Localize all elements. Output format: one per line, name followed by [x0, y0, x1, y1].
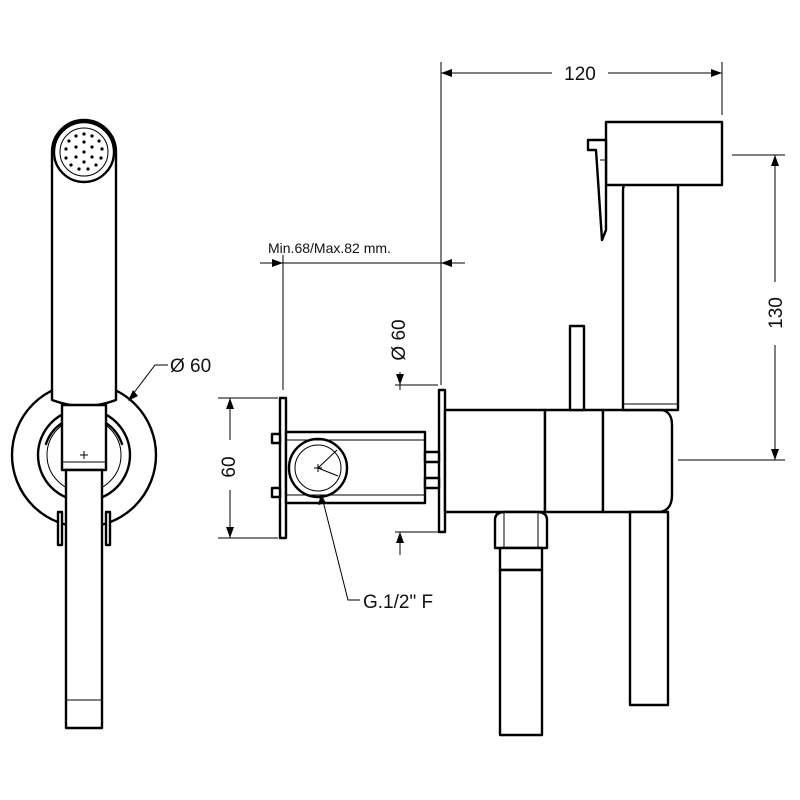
- side-concealed-box: [284, 430, 427, 505]
- label-box-height: 60: [219, 456, 240, 477]
- label-thread: G.1/2" F: [363, 592, 433, 613]
- side-handshower-grip: [621, 170, 680, 412]
- label-diameter-front: Ø 60: [170, 356, 211, 377]
- side-box-stubs: [423, 450, 441, 490]
- side-hose-nut: [493, 510, 549, 550]
- side-view: [270, 120, 724, 737]
- front-spray-face: [52, 120, 116, 184]
- front-bracket: [56, 510, 112, 547]
- inlet-thread-circle: [287, 437, 349, 499]
- front-center-mark: [80, 451, 88, 459]
- label-diameter-side: Ø 60: [389, 319, 410, 360]
- side-handshower-hose: [628, 510, 670, 707]
- side-hose-down: [498, 568, 544, 737]
- side-handshower-head: [604, 120, 724, 187]
- label-width-total: 120: [564, 64, 596, 85]
- inlet-thread-inner: [294, 444, 342, 492]
- front-hose: [64, 468, 104, 730]
- dimension-lines: [128, 62, 785, 601]
- front-spray-holes: [64, 132, 104, 171]
- side-lever: [568, 324, 586, 412]
- side-valve-body: [443, 408, 547, 514]
- front-view: [10, 118, 158, 730]
- side-hose-fitting: [498, 546, 544, 572]
- side-trigger: [586, 138, 608, 242]
- label-height-total: 130: [766, 297, 787, 329]
- side-fixing-screws: [270, 432, 282, 499]
- side-valve-collar: [543, 408, 605, 514]
- side-shower-holder: [601, 408, 674, 514]
- front-spray-face-inner: [59, 127, 109, 177]
- front-holder: [60, 403, 108, 472]
- label-wall-range: Min.68/Max.82 mm.: [268, 240, 391, 256]
